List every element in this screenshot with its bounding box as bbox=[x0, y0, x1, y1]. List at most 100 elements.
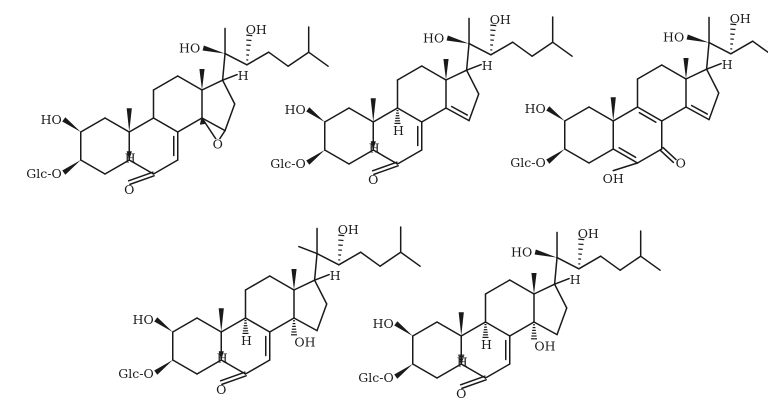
bond bbox=[660, 64, 687, 80]
bond bbox=[484, 363, 511, 379]
bond bbox=[531, 41, 554, 57]
bond bbox=[396, 65, 423, 81]
bond bbox=[316, 252, 340, 266]
bond bbox=[461, 379, 487, 390]
hash-bond bbox=[242, 319, 249, 334]
bond bbox=[176, 75, 203, 91]
hash-bond bbox=[578, 238, 585, 265]
hydrogen-17-label: H bbox=[330, 268, 341, 283]
ketone-oxygen-label: O bbox=[368, 172, 378, 187]
bond bbox=[196, 359, 222, 375]
bond bbox=[705, 62, 722, 70]
bond bbox=[636, 64, 663, 80]
hydroxyl-20-label: HO bbox=[511, 245, 532, 260]
hydrogen-9-label: H bbox=[393, 123, 404, 138]
wedge-bond bbox=[683, 58, 689, 79]
bond bbox=[221, 375, 247, 386]
hydrogen-5-label: H bbox=[369, 141, 380, 156]
bond bbox=[246, 51, 270, 66]
bond bbox=[268, 275, 295, 291]
bond bbox=[588, 148, 614, 164]
hydrogen-17-label: H bbox=[482, 58, 493, 73]
hash-bond bbox=[482, 323, 489, 338]
wedge-bond bbox=[610, 97, 616, 121]
bond bbox=[708, 92, 720, 121]
wedge-bond bbox=[443, 59, 449, 80]
ketone-oxygen-label: O bbox=[124, 182, 134, 197]
bond bbox=[80, 117, 106, 133]
hydroxyl-2-label: HO bbox=[525, 101, 546, 116]
glucoside-label: Glc-O bbox=[118, 366, 153, 381]
bond bbox=[324, 107, 350, 123]
hash-bond bbox=[290, 320, 297, 336]
bond bbox=[612, 162, 639, 172]
bond bbox=[619, 255, 642, 271]
bond bbox=[224, 103, 236, 132]
bond bbox=[705, 41, 710, 70]
bond bbox=[465, 42, 470, 71]
hash-bond bbox=[458, 354, 465, 364]
bond bbox=[445, 69, 468, 81]
wedge-bond bbox=[534, 249, 558, 258]
wedge-bond bbox=[218, 351, 224, 360]
bond bbox=[220, 359, 247, 375]
bond bbox=[221, 79, 236, 105]
wedge-bond bbox=[370, 98, 376, 122]
bond bbox=[104, 117, 130, 133]
bond bbox=[553, 256, 558, 285]
bond bbox=[533, 321, 558, 336]
bond bbox=[196, 317, 222, 333]
hydroxyl-2-label: HO bbox=[285, 102, 306, 117]
bond bbox=[508, 279, 535, 295]
bond bbox=[564, 148, 590, 164]
glucoside-label: Glc-O bbox=[510, 155, 545, 170]
wedge-bond bbox=[394, 364, 413, 379]
bond bbox=[511, 41, 533, 57]
bond bbox=[578, 255, 602, 270]
bond bbox=[201, 79, 224, 91]
bond bbox=[420, 107, 447, 123]
wedge-bond bbox=[62, 160, 81, 175]
double-bond bbox=[618, 147, 637, 159]
bond bbox=[751, 40, 768, 54]
wedge-bond bbox=[199, 69, 205, 90]
bond bbox=[372, 107, 399, 123]
bond bbox=[705, 68, 720, 94]
wedge-bond bbox=[531, 273, 537, 294]
bond bbox=[307, 51, 329, 67]
bond bbox=[639, 255, 661, 271]
bond bbox=[176, 117, 203, 133]
bond bbox=[244, 359, 271, 375]
hydroxyl-22-label: OH bbox=[246, 22, 267, 37]
wedge-bond bbox=[446, 35, 470, 44]
bond bbox=[636, 106, 663, 122]
bond bbox=[612, 148, 639, 164]
hydrogen-5-label: H bbox=[457, 355, 468, 370]
bond bbox=[551, 41, 573, 57]
wedge-bond bbox=[306, 107, 325, 122]
wedge-bond bbox=[218, 308, 224, 332]
bond bbox=[219, 371, 246, 382]
wedge-bond bbox=[394, 321, 413, 336]
wedge-bond bbox=[126, 108, 132, 132]
bond bbox=[468, 42, 492, 56]
bond bbox=[445, 107, 470, 122]
hash-bond bbox=[199, 118, 207, 125]
wedge-bond bbox=[154, 360, 173, 375]
hydroxyl-20-label: HO bbox=[663, 30, 684, 45]
bond bbox=[685, 68, 708, 80]
double-bond bbox=[690, 104, 709, 115]
bond bbox=[660, 106, 687, 122]
bond bbox=[313, 273, 330, 281]
bond bbox=[152, 117, 179, 133]
bond bbox=[484, 321, 511, 337]
hydrogen-9-label: H bbox=[481, 337, 492, 352]
ketone-oxygen-label: O bbox=[216, 382, 226, 397]
bond bbox=[293, 317, 318, 332]
bond bbox=[612, 106, 639, 122]
bond bbox=[221, 52, 226, 81]
